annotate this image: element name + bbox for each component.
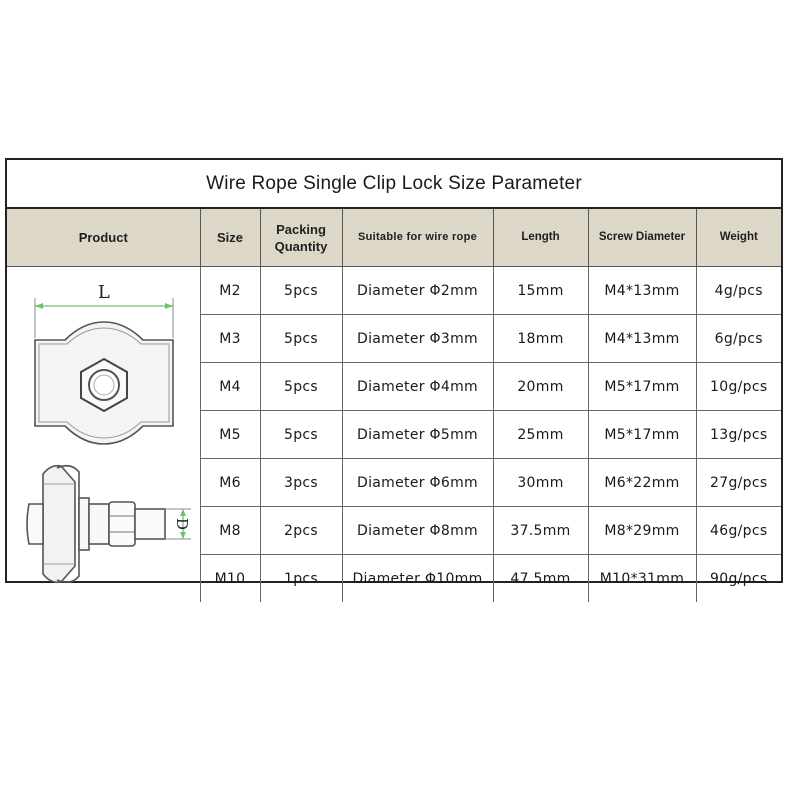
- wire-rope-clip-diagram: L: [26, 282, 192, 583]
- cell-length: 25mm: [493, 410, 589, 459]
- cell-suitable: Diameter Φ5mm: [342, 410, 494, 459]
- header-screw-diameter: Screw Diameter: [588, 209, 697, 267]
- cell-size: M6: [200, 458, 261, 507]
- cell-screw: M10*31mm: [588, 554, 697, 602]
- size-parameter-table: Product Size Packing Quantity Suitable f…: [7, 209, 781, 602]
- cell-size: M3: [200, 314, 261, 363]
- cell-suitable: Diameter Φ4mm: [342, 362, 494, 411]
- cell-size: M8: [200, 506, 261, 555]
- cell-packing: 5pcs: [260, 314, 343, 363]
- diameter-label: D: [173, 517, 191, 529]
- cell-suitable: Diameter Φ10mm: [342, 554, 494, 602]
- header-size: Size: [200, 209, 261, 267]
- cell-weight: 46g/pcs: [696, 506, 781, 555]
- length-dimension: L: [34, 282, 174, 338]
- cell-packing: 5pcs: [260, 410, 343, 459]
- cell-packing: 2pcs: [260, 506, 343, 555]
- table-row: M4 5pcs Diameter Φ4mm 20mm M5*17mm 10g/p…: [7, 362, 781, 411]
- product-diagram-cell: L: [7, 266, 201, 602]
- table-row: M5 5pcs Diameter Φ5mm 25mm M5*17mm 13g/p…: [7, 410, 781, 459]
- cell-weight: 13g/pcs: [696, 410, 781, 459]
- cell-screw: M8*29mm: [588, 506, 697, 555]
- cell-length: 37.5mm: [493, 506, 589, 555]
- clip-top-view: [34, 320, 175, 445]
- cell-length: 20mm: [493, 362, 589, 411]
- cell-suitable: Diameter Φ2mm: [342, 266, 494, 315]
- cell-size: M5: [200, 410, 261, 459]
- cell-packing: 1pcs: [260, 554, 343, 602]
- header-length: Length: [493, 209, 589, 267]
- header-suitable-wire-rope: Suitable for wire rope: [342, 209, 494, 267]
- cell-packing: 5pcs: [260, 362, 343, 411]
- cell-suitable: Diameter Φ6mm: [342, 458, 494, 507]
- table-row: M8 2pcs Diameter Φ8mm 37.5mm M8*29mm 46g…: [7, 506, 781, 555]
- cell-screw: M5*17mm: [588, 362, 697, 411]
- size-parameter-sheet: Wire Rope Single Clip Lock Size Paramete…: [5, 158, 783, 602]
- cell-weight: 27g/pcs: [696, 458, 781, 507]
- cell-size: M2: [200, 266, 261, 315]
- cell-weight: 10g/pcs: [696, 362, 781, 411]
- cell-weight: 90g/pcs: [710, 570, 768, 587]
- header-row: Product Size Packing Quantity Suitable f…: [7, 209, 781, 267]
- cell-suitable: Diameter Φ3mm: [342, 314, 494, 363]
- cell-weight: 4g/pcs: [696, 266, 781, 315]
- cell-screw: M5*17mm: [588, 410, 697, 459]
- cell-weight: 6g/pcs: [696, 314, 781, 363]
- cell-screw: M4*13mm: [588, 266, 697, 315]
- cell-screw: M6*22mm: [588, 458, 697, 507]
- cell-length: 18mm: [493, 314, 589, 363]
- table-row: L: [7, 266, 781, 602]
- table-row: M3 5pcs Diameter Φ3mm 18mm M4*13mm 6g/pc…: [7, 314, 781, 363]
- cell-screw: M4*13mm: [588, 314, 697, 363]
- clip-side-view: [26, 464, 167, 583]
- length-label: L: [98, 282, 110, 303]
- cell-length: 47.5mm: [493, 554, 589, 602]
- table-row: M6 3pcs Diameter Φ6mm 30mm M6*22mm 27g/p…: [7, 458, 781, 507]
- table-row: M10 1pcs Diameter Φ10mm 47.5mm M10*31mm …: [7, 554, 781, 602]
- cell-packing: 5pcs: [260, 266, 343, 315]
- cell-packing: 3pcs: [260, 458, 343, 507]
- table-title: Wire Rope Single Clip Lock Size Paramete…: [7, 160, 781, 209]
- cell-size: M10: [200, 554, 261, 602]
- cell-length: 15mm: [493, 266, 589, 315]
- diameter-dimension: D: [165, 508, 192, 539]
- cell-length: 30mm: [493, 458, 589, 507]
- cell-suitable: Diameter Φ8mm: [342, 506, 494, 555]
- header-product: Product: [7, 209, 201, 267]
- header-packing-quantity: Packing Quantity: [260, 209, 343, 267]
- header-weight: Weight: [696, 209, 781, 267]
- cell-size: M4: [200, 362, 261, 411]
